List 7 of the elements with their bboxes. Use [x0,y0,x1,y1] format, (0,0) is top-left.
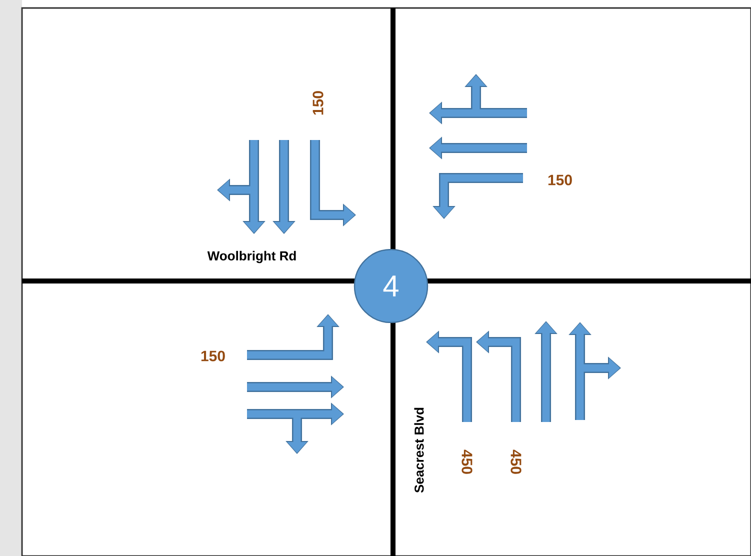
street-name: Seacrest Blvd [414,408,424,493]
street-name: Woolbright Rd [207,250,296,264]
volume-label: 150 [548,174,572,186]
volume-label: 450 [462,450,472,474]
volume-label: 150 [312,91,324,115]
volume-label: 450 [510,450,522,474]
volume-label: 150 [201,350,225,362]
